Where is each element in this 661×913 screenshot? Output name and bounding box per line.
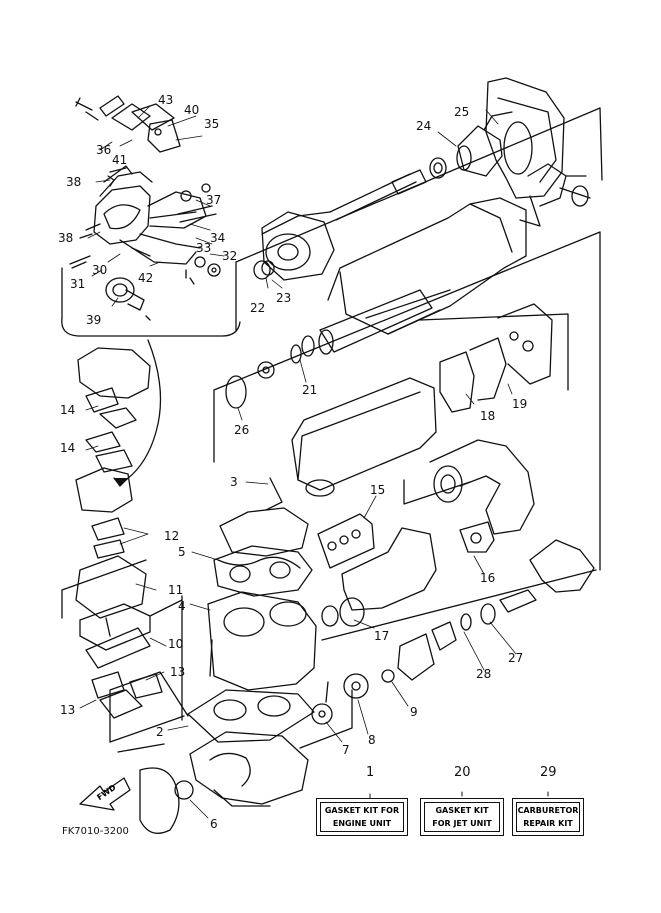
callout-41: 41 xyxy=(112,153,128,167)
exhaust-manifold xyxy=(312,514,596,724)
callout-25: 25 xyxy=(454,105,470,119)
callout-35: 35 xyxy=(204,117,220,131)
kit-number-carb: 29 xyxy=(540,765,557,780)
kit-carb-line1: CARBURETOR xyxy=(517,806,579,815)
kit-box-jet: GASKET KIT FOR JET UNIT xyxy=(420,798,504,836)
callout-4: 4 xyxy=(178,599,186,613)
callout-30: 30 xyxy=(92,263,108,277)
callout-13a: 13 xyxy=(170,665,186,679)
callout-leaders xyxy=(80,106,516,818)
callout-14a: 14 xyxy=(60,403,76,417)
callout-40: 40 xyxy=(184,103,200,117)
callout-37: 37 xyxy=(206,193,222,207)
left-gasket-stack xyxy=(62,348,182,720)
callout-36: 36 xyxy=(96,143,112,157)
callout-31: 31 xyxy=(70,277,86,291)
callout-15: 15 xyxy=(370,483,386,497)
engine-block xyxy=(110,478,352,833)
callout-21: 21 xyxy=(302,383,318,397)
drawing-code: FK7010-3200 xyxy=(62,826,129,837)
callout-8: 8 xyxy=(368,733,376,747)
kit-box-engine: GASKET KIT FOR ENGINE UNIT xyxy=(316,798,408,836)
callout-24: 24 xyxy=(416,119,432,133)
callout-19: 19 xyxy=(512,397,528,411)
kit-box-carb: CARBURETOR REPAIR KIT xyxy=(512,798,584,836)
callout-38b: 38 xyxy=(58,231,74,245)
kit-jet-line1: GASKET KIT xyxy=(435,806,489,815)
kit-box-inner xyxy=(320,802,404,832)
kit-number-jet: 20 xyxy=(454,765,471,780)
kit-engine-line1: GASKET KIT FOR xyxy=(324,806,400,815)
carburetor-inset xyxy=(62,96,240,336)
callout-18: 18 xyxy=(480,409,496,423)
callout-17: 17 xyxy=(374,629,390,643)
callout-34: 34 xyxy=(210,231,226,245)
callout-14b: 14 xyxy=(60,441,76,455)
jet-pump-assembly xyxy=(214,78,602,570)
callout-11: 11 xyxy=(168,583,184,597)
callout-38a: 38 xyxy=(66,175,82,189)
assembly-arrow xyxy=(120,340,161,484)
callout-33: 33 xyxy=(196,241,212,255)
callout-43: 43 xyxy=(158,93,174,107)
callout-10: 10 xyxy=(168,637,184,651)
kit-number-engine: 1 xyxy=(366,765,375,780)
kit-box-inner xyxy=(516,802,580,832)
callout-5: 5 xyxy=(178,545,186,559)
fwd-arrow xyxy=(80,778,130,810)
callout-42: 42 xyxy=(138,271,154,285)
callout-26: 26 xyxy=(234,423,250,437)
callout-23: 23 xyxy=(276,291,292,305)
callout-9: 9 xyxy=(410,705,418,719)
callout-32: 32 xyxy=(222,249,238,263)
callout-13b: 13 xyxy=(60,703,76,717)
kit-carb-line2: REPAIR KIT xyxy=(523,819,573,828)
callout-12: 12 xyxy=(164,529,180,543)
callout-39: 39 xyxy=(86,313,102,327)
kit-box-inner xyxy=(424,802,500,832)
exhaust-chamber xyxy=(292,304,568,534)
callout-27: 27 xyxy=(508,651,524,665)
kit-engine-line2: ENGINE UNIT xyxy=(332,819,392,828)
callout-22: 22 xyxy=(250,301,266,315)
callout-28: 28 xyxy=(476,667,492,681)
callout-6: 6 xyxy=(210,817,218,831)
callout-7: 7 xyxy=(342,743,350,757)
kit-jet-line2: FOR JET UNIT xyxy=(432,819,492,828)
callout-2: 2 xyxy=(156,725,164,739)
callout-16: 16 xyxy=(480,571,496,585)
callout-3: 3 xyxy=(230,475,238,489)
